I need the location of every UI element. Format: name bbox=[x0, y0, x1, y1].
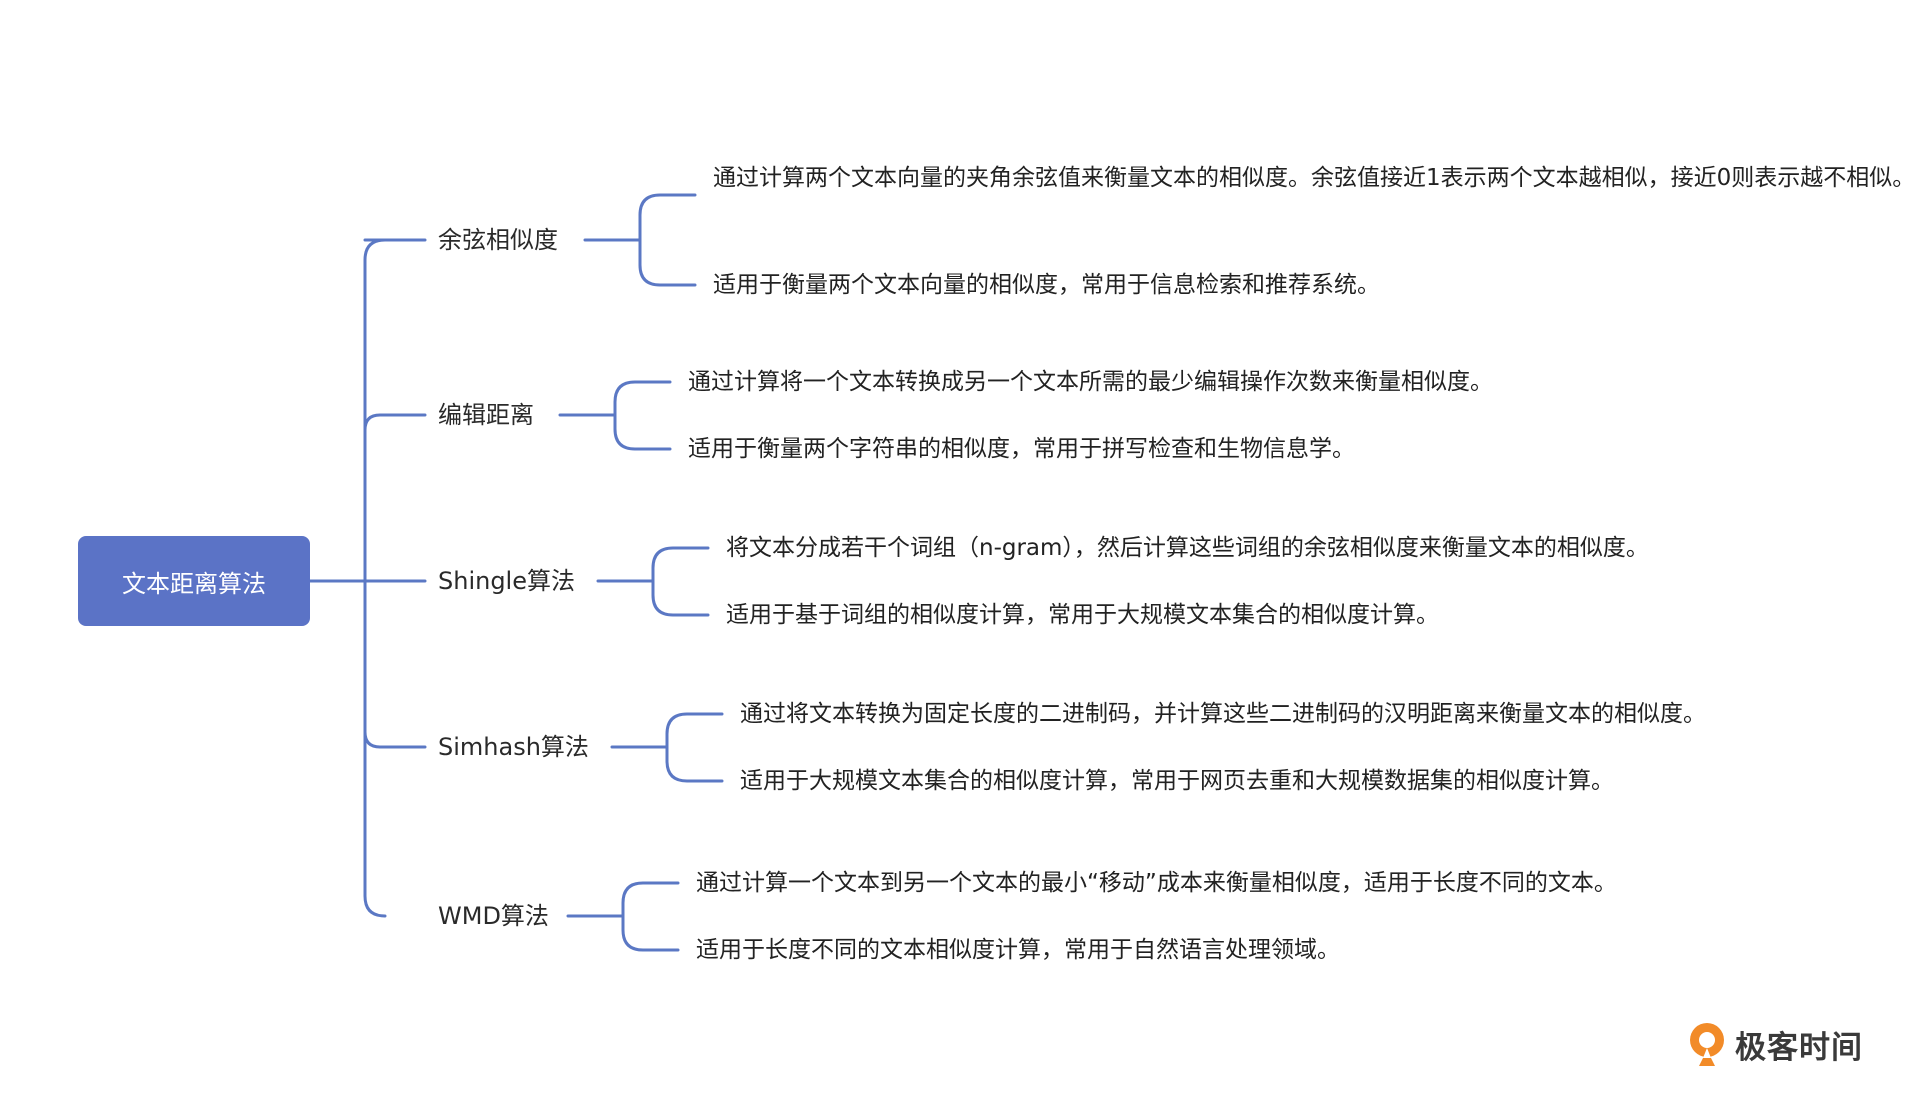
branch-connector-2 bbox=[363, 413, 427, 432]
detail-text: 适用于衡量两个字符串的相似度，常用于拼写检查和生物信息学。 bbox=[688, 436, 1355, 462]
detail-text: 适用于大规模文本集合的相似度计算，常用于网页去重和大规模数据集的相似度计算。 bbox=[740, 768, 1614, 794]
branch-simhash-detail-2: 适用于大规模文本集合的相似度计算，常用于网页去重和大规模数据集的相似度计算。 bbox=[740, 762, 1614, 800]
branch-node-cosine: 余弦相似度 bbox=[438, 225, 558, 255]
branch-edit-detail-1: 通过计算将一个文本转换成另一个文本所需的最少编辑操作次数来衡量相似度。 bbox=[688, 363, 1493, 401]
sub-bracket-4 bbox=[610, 712, 724, 783]
geektime-logo: 极客时间 bbox=[1685, 1020, 1863, 1068]
detail-text: 通过计算一个文本到另一个文本的最小“移动”成本来衡量相似度，适用于长度不同的文本… bbox=[696, 870, 1617, 896]
branch-shingle-detail-2: 适用于基于词组的相似度计算，常用于大规模文本集合的相似度计算。 bbox=[726, 596, 1439, 634]
branch-simhash-detail-1: 通过将文本转换为固定长度的二进制码，并计算这些二进制码的汉明距离来衡量文本的相似… bbox=[740, 695, 1706, 733]
branch-cosine-detail-2: 适用于衡量两个文本向量的相似度，常用于信息检索和推荐系统。 bbox=[713, 266, 1380, 304]
branch-label: 编辑距离 bbox=[438, 401, 534, 429]
root-node: 文本距离算法 bbox=[78, 536, 310, 626]
root-label: 文本距离算法 bbox=[122, 569, 266, 598]
sub-bracket-1 bbox=[583, 193, 697, 287]
logo-text: 极客时间 bbox=[1735, 1029, 1863, 1066]
detail-text: 通过计算两个文本向量的夹角余弦值来衡量文本的相似度。余弦值接近1表示两个文本越相… bbox=[713, 165, 1916, 191]
detail-text: 适用于长度不同的文本相似度计算，常用于自然语言处理领域。 bbox=[696, 937, 1340, 963]
branch-node-edit-distance: 编辑距离 bbox=[438, 400, 534, 430]
detail-text: 通过将文本转换为固定长度的二进制码，并计算这些二进制码的汉明距离来衡量文本的相似… bbox=[740, 701, 1706, 727]
branch-wmd-detail-1: 通过计算一个文本到另一个文本的最小“移动”成本来衡量相似度，适用于长度不同的文本… bbox=[696, 864, 1617, 902]
branch-connector-4 bbox=[363, 730, 427, 749]
detail-text: 适用于衡量两个文本向量的相似度，常用于信息检索和推荐系统。 bbox=[713, 272, 1380, 298]
branch-edit-detail-2: 适用于衡量两个字符串的相似度，常用于拼写检查和生物信息学。 bbox=[688, 430, 1355, 468]
branch-shingle-detail-1: 将文本分成若干个词组（n-gram），然后计算这些词组的余弦相似度来衡量文本的相… bbox=[726, 529, 1649, 567]
branch-label: 余弦相似度 bbox=[438, 226, 558, 254]
geektime-logo-icon bbox=[1690, 1023, 1724, 1066]
detail-text: 适用于基于词组的相似度计算，常用于大规模文本集合的相似度计算。 bbox=[726, 602, 1439, 628]
detail-text: 通过计算将一个文本转换成另一个文本所需的最少编辑操作次数来衡量相似度。 bbox=[688, 369, 1493, 395]
branch-label: Simhash算法 bbox=[438, 733, 589, 761]
branch-cosine-detail-1: 通过计算两个文本向量的夹角余弦值来衡量文本的相似度。余弦值接近1表示两个文本越相… bbox=[713, 159, 1920, 197]
branch-wmd-detail-2: 适用于长度不同的文本相似度计算，常用于自然语言处理领域。 bbox=[696, 931, 1340, 969]
sub-bracket-3 bbox=[596, 546, 710, 617]
sub-bracket-5 bbox=[566, 881, 680, 952]
branch-node-wmd: WMD算法 bbox=[438, 901, 549, 931]
detail-text: 将文本分成若干个词组（n-gram），然后计算这些词组的余弦相似度来衡量文本的相… bbox=[726, 535, 1649, 561]
branch-label: WMD算法 bbox=[438, 902, 549, 930]
branch-label: Shingle算法 bbox=[438, 567, 575, 595]
branch-node-shingle: Shingle算法 bbox=[438, 566, 575, 596]
branch-node-simhash: Simhash算法 bbox=[438, 732, 589, 762]
trunk-line bbox=[363, 238, 387, 918]
sub-bracket-2 bbox=[558, 380, 672, 451]
